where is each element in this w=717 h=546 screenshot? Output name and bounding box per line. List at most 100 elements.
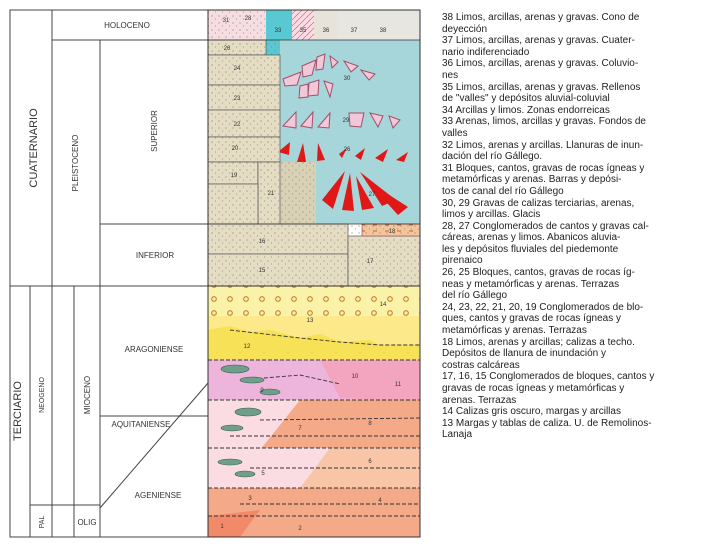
legend-line: costras calcáreas <box>442 359 520 371</box>
unit-number: 15 <box>259 268 266 274</box>
unit-36-cell <box>314 10 338 40</box>
unit-number: 10 <box>352 374 359 380</box>
unit-number: 5 <box>261 471 265 477</box>
epoch-label-paleogene: PAL <box>39 516 46 529</box>
unit-number: 38 <box>380 28 387 34</box>
legend-line: cáreas, arenas y limos. Abanicos aluvia- <box>442 232 621 244</box>
legend-line: nario indiferenciado <box>442 46 530 58</box>
unit-10-fill <box>320 360 420 402</box>
unit-number: 6 <box>368 459 372 465</box>
legend-line: 28, 27 Conglomerados de cantos y gravas … <box>442 220 649 232</box>
legend-line: metamórficas y arenas. Terrazas <box>442 325 587 337</box>
unit-number: 33 <box>275 28 282 34</box>
unit-2-fill <box>208 516 420 537</box>
unit-6-fill <box>208 400 300 450</box>
legend-line: valles <box>442 127 468 139</box>
legend-line: dación del río Gállego. <box>442 151 543 163</box>
legend-line: 34 Arcillas y limos. Zonas endorreicas <box>442 104 610 116</box>
unit-number: 31 <box>223 18 230 24</box>
unit-number: 35 <box>300 28 307 34</box>
epoch-label-pleistocene: PLEISTOCENO <box>71 135 80 192</box>
era-label-quaternary: CUATERNARIO <box>28 108 40 188</box>
unit-number: 8 <box>368 421 372 427</box>
legend-line: limos y arcillas. Glacis <box>442 209 541 221</box>
epoch-label-neogene: NEOGENO <box>39 377 46 413</box>
legend-line: metamórficas y arenas. Barras y depósi- <box>442 174 622 186</box>
stage-label-upper: SUPERIOR <box>150 110 159 152</box>
unit-3-fill <box>208 488 420 516</box>
legend-line: pirenaico <box>442 255 483 267</box>
unit-number: 27 <box>369 192 376 198</box>
legend-line: 31 Bloques, cantos, gravas de rocas ígne… <box>442 162 645 174</box>
legend-line: 26, 25 Bloques, cantos, gravas de rocas … <box>442 267 635 279</box>
unit-27-clasts <box>322 171 408 215</box>
unit-1-fill <box>208 510 260 537</box>
unit-number: 20 <box>232 146 239 152</box>
legend-line: 14 Calizas gris oscuro, margas y arcilla… <box>442 406 621 418</box>
epoch-label-miocene: MIOCENO <box>83 376 92 414</box>
legend-line: 17, 16, 15 Conglomerados de bloques, can… <box>442 371 655 383</box>
unit-number: 11 <box>395 382 402 388</box>
legend-line: de "valles" y depósitos aluvial-coluvial <box>442 93 610 105</box>
legend-line: nes <box>442 69 459 81</box>
unit-number: 16 <box>259 239 266 245</box>
unit-number: 29 <box>343 118 350 124</box>
unit-38-cell <box>370 10 396 40</box>
unit-number: 13 <box>307 318 314 324</box>
legend-line: del río Gállego <box>442 290 508 302</box>
unit-number: 36 <box>323 28 330 34</box>
legend-line: 13 Margas y tablas de caliza. U. de Remo… <box>442 417 652 429</box>
unit-number: 12 <box>244 344 251 350</box>
unit-number: 30 <box>344 76 351 82</box>
legend-line: 35 Limos, arcillas, arenas y gravas. Rel… <box>442 81 641 93</box>
unit-number: 2 <box>298 526 302 532</box>
stage-label-aragonian: ARAGONIENSE <box>125 345 184 354</box>
unit-number: 26 <box>224 46 231 52</box>
unit-39-cell <box>396 10 420 40</box>
unit-number-labels: 31 28 33 35 36 37 38 26 30 24 29 23 22 2… <box>220 16 401 532</box>
unit-number: 28 <box>245 16 252 22</box>
legend-line: 18 Limos, arenas y arcillas; calizas a t… <box>442 336 635 348</box>
unit-37-cell <box>338 10 370 40</box>
unit-number: 22 <box>234 122 241 128</box>
unit-number: 7 <box>298 426 302 432</box>
epoch-label-oligocene: OLIG <box>77 518 96 527</box>
lithology-legend: 38 Limos, arcillas, arenas y gravas. Con… <box>442 12 717 441</box>
legend-line: 24, 23, 22, 21, 20, 19 Conglomerados de … <box>442 301 644 313</box>
unit-number: 4 <box>378 498 382 504</box>
stage-label-aquitanian: AQUITANIENSE <box>112 420 171 429</box>
stage-label-agenian: AGENIENSE <box>135 491 182 500</box>
legend-line: 38 Limos, arcillas, arenas y gravas. Con… <box>442 12 640 23</box>
unit-30-clasts <box>282 53 376 99</box>
unit-number: 17 <box>367 259 374 265</box>
legend-line: Depósitos de llanura de inundación y <box>442 348 606 360</box>
unit-13-fill <box>208 316 420 345</box>
unit-number: 18 <box>389 229 396 235</box>
unit-number: 23 <box>234 96 241 102</box>
era-label-tertiary: TERCIARIO <box>12 381 24 441</box>
legend-line: 36 Limos, arcillas, arenas y gravas. Col… <box>442 58 639 70</box>
legend-line: neas y metamórficas y arenas. Terrazas <box>442 278 620 290</box>
unit-number: 26 <box>344 147 351 153</box>
hierarchy-frame <box>9 9 209 538</box>
unit-number: 1 <box>220 524 224 530</box>
unit-number: 19 <box>231 173 238 179</box>
unit-number: 9 <box>260 388 264 394</box>
stratigraphic-column: CUATERNARIO TERCIARIO HOLOCENO PLEISTOCE… <box>9 9 421 538</box>
glacis-block-30-29 <box>280 40 420 162</box>
legend-line: Lanaja <box>442 429 473 441</box>
legend-line: 30, 29 Gravas de calizas terciarias, are… <box>442 197 635 209</box>
legend-line: 33 Arenas, limos, arcillas y gravas. Fon… <box>442 116 646 128</box>
unit-number: 3 <box>248 496 252 502</box>
epoch-label-holocene: HOLOCENO <box>104 21 150 30</box>
contact-lines <box>208 329 421 517</box>
legend-line: gravas de rocas ígneas y metamórficas y <box>442 383 625 394</box>
unit-number: 21 <box>268 191 275 197</box>
lithology-column <box>207 9 421 538</box>
legend-line: 32 Limos, arenas y arcillas. Llanuras de… <box>442 139 644 151</box>
legend-line: les y depósitos fluviales del piedemonte <box>442 243 619 255</box>
gravel-lenses <box>217 364 281 478</box>
unit-number: 24 <box>234 66 241 72</box>
unit-29-clasts <box>281 110 401 129</box>
legend-line: tos de canal del río Gállego <box>442 185 564 197</box>
